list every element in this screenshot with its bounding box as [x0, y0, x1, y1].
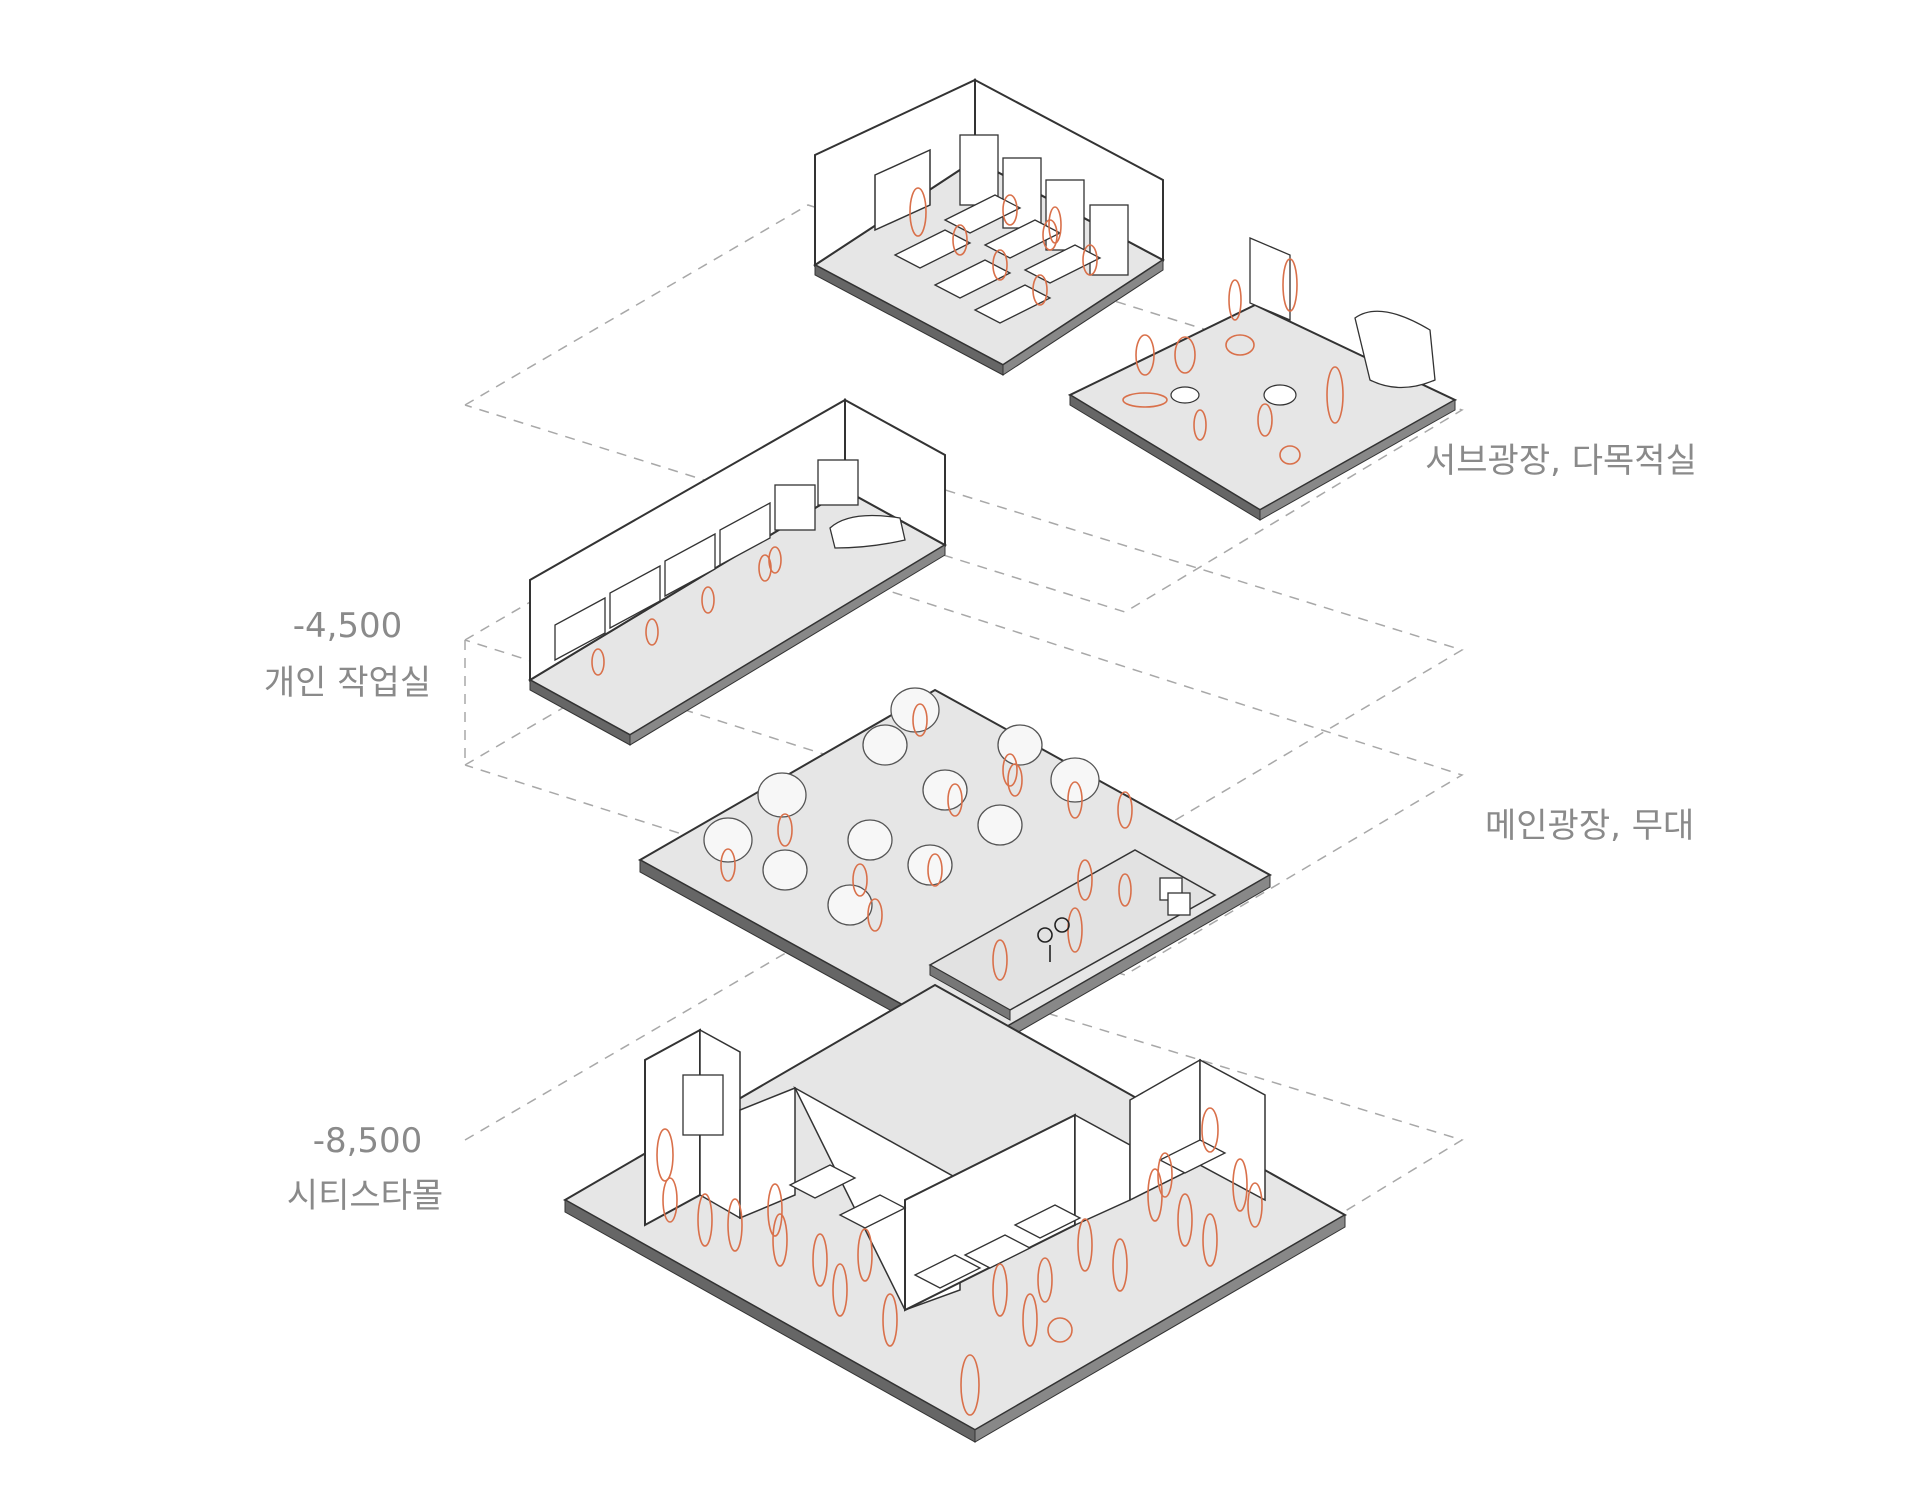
level-minus-8500-label: -8,500: [312, 1121, 423, 1161]
private-work-room-block: [527, 398, 948, 746]
sub-plaza-label: 서브광장, 다목적실: [1425, 441, 1697, 481]
private-work-room-label: 개인 작업실: [263, 663, 432, 703]
classroom-block: [813, 78, 1165, 376]
sub-plaza-block: [1067, 237, 1458, 521]
main-plaza-label: 메인광장, 무대: [1485, 806, 1695, 846]
level-minus-4500-label: -4,500: [292, 606, 403, 646]
city-star-mall-block: [562, 983, 1348, 1443]
main-plaza-block: [637, 687, 1273, 1058]
city-star-mall-label: 시티스타몰: [286, 1176, 444, 1216]
